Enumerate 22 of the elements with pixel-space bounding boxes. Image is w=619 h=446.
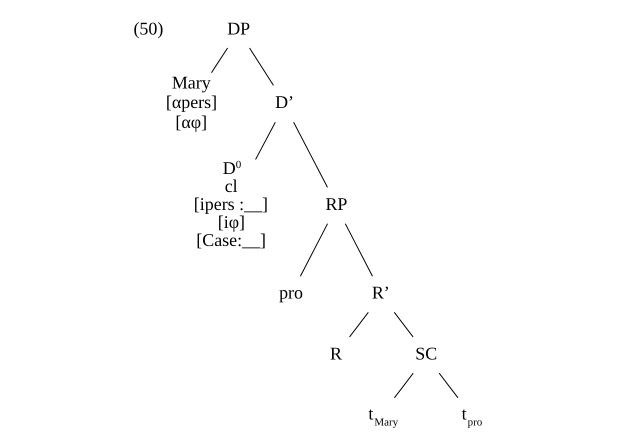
- node-text: D’: [274, 92, 294, 112]
- connector: [438, 372, 458, 398]
- node-text: D$^{0}$ cl [ipers :__] [iφ] [Case:__]: [193, 158, 268, 250]
- connector: [348, 312, 368, 338]
- connector: [248, 48, 274, 86]
- node-text: pro: [278, 282, 302, 303]
- connector: [299, 223, 328, 277]
- node-text: R’: [371, 282, 390, 303]
- connector: [210, 48, 228, 74]
- node-text: t$_{Mary}$: [368, 403, 398, 428]
- connector: [292, 122, 328, 188]
- connector: [393, 312, 414, 338]
- node-text: t$_{pro}$: [461, 403, 482, 428]
- node-text: RP: [324, 194, 347, 214]
- node-text: R: [329, 344, 342, 364]
- node-text: DP: [226, 18, 250, 38]
- connector: [254, 122, 276, 160]
- node-text: SC: [414, 344, 437, 364]
- connector: [393, 372, 414, 398]
- label: (50): [132, 18, 163, 38]
- node-text: Mary [αpers] [αφ]: [165, 72, 217, 132]
- connector: [344, 223, 372, 277]
